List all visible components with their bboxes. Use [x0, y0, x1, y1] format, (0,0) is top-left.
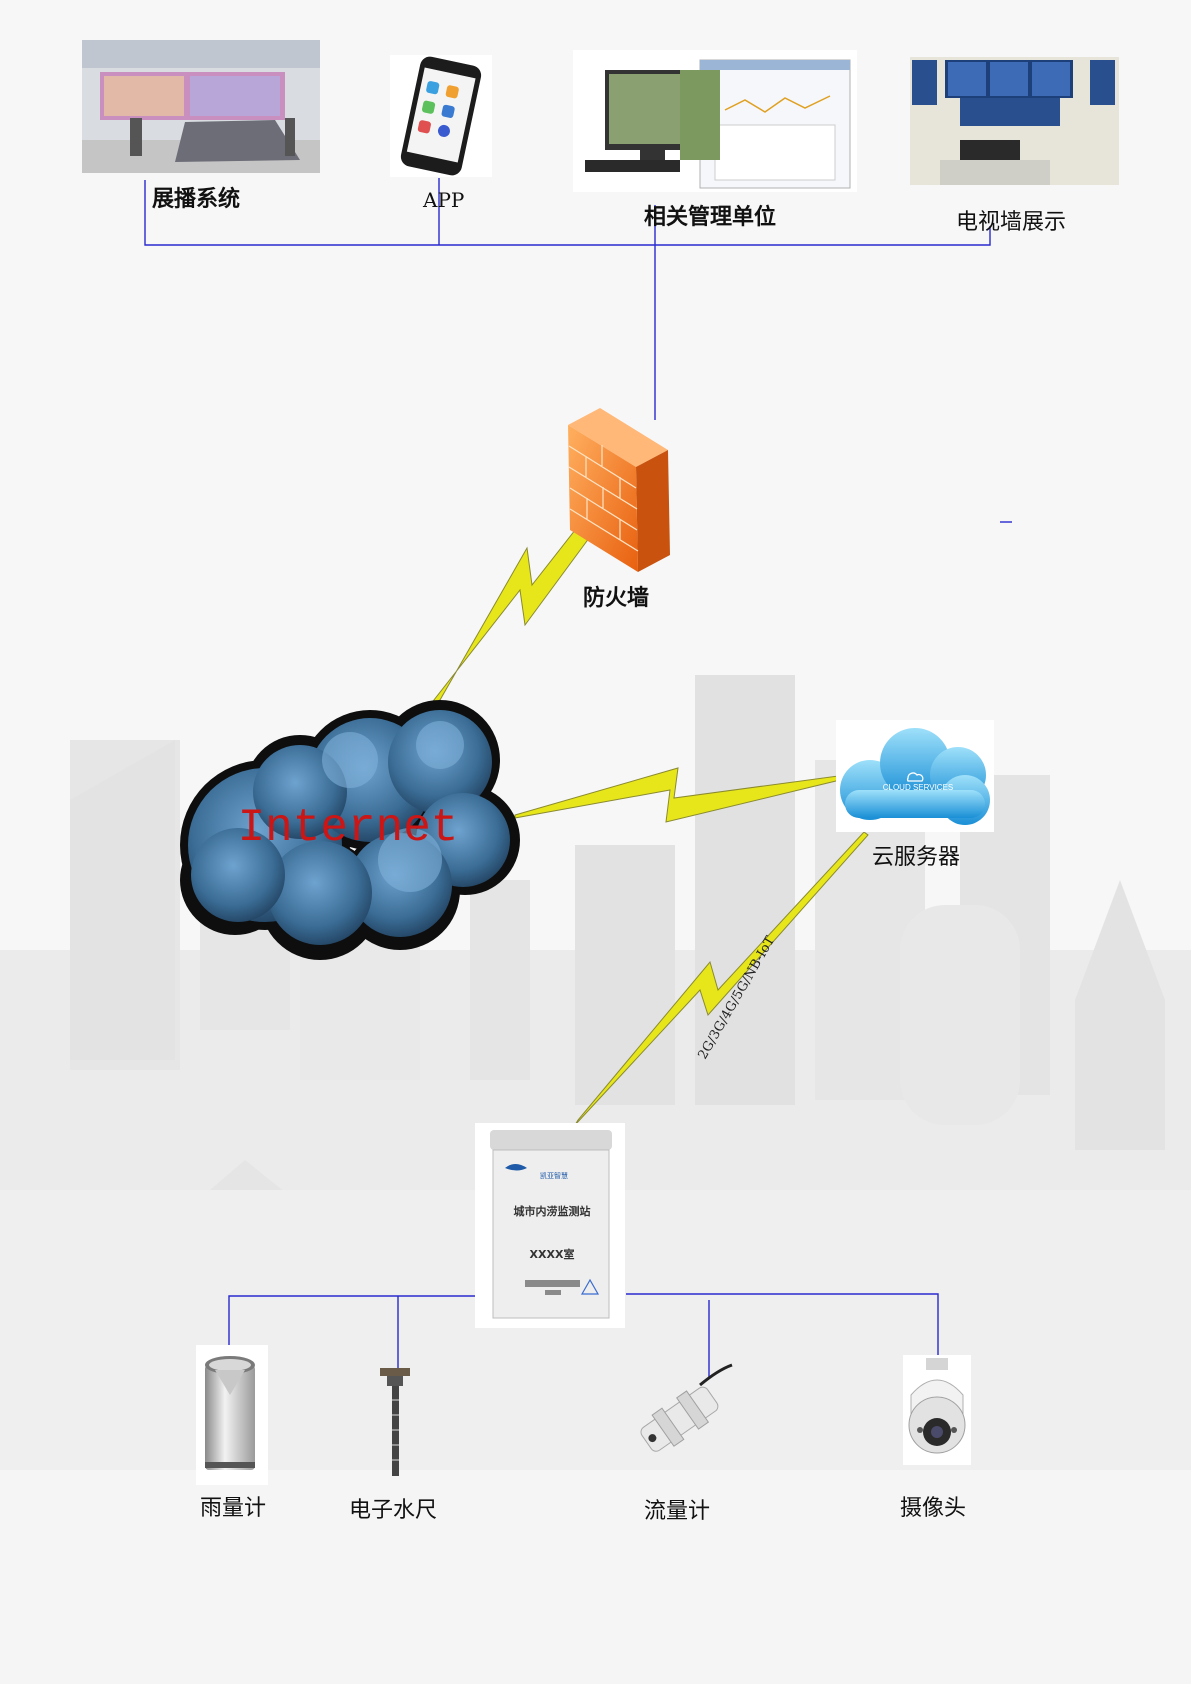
management-unit-label: 相关管理单位: [644, 205, 777, 230]
station-logo-text: 凯亚智慧: [540, 1171, 568, 1180]
water-ruler-icon: [380, 1368, 410, 1476]
rain-gauge-label: 雨量计: [200, 1496, 267, 1521]
cloud-glyph-icon: [906, 772, 924, 782]
cloud-server-icon: CLOUD SERVICES: [836, 720, 994, 832]
camera-bus-line: [626, 1293, 939, 1358]
firewall-icon: [568, 408, 670, 572]
sensor-bus-line: [228, 1295, 496, 1352]
cloud-server-label: 云服务器: [872, 845, 961, 870]
warning-icon: [580, 1278, 600, 1295]
management-computer-photo: [573, 50, 857, 192]
water-ruler-label: 电子水尺: [349, 1498, 438, 1523]
skyline-background: [0, 675, 1191, 1684]
monitoring-station-cabinet: 凯亚智慧 城市内涝监测站 XXXX室: [475, 1123, 625, 1328]
connector-lines: [144, 178, 1012, 1378]
camera-label: 摄像头: [900, 1496, 967, 1521]
cloud-services-badge: CLOUD SERVICES: [883, 783, 954, 792]
camera-icon: [903, 1355, 971, 1465]
tv-wall-photo: [910, 57, 1119, 185]
display-system-label: 展播系统: [152, 187, 241, 212]
tv-wall-label: 电视墙展示: [956, 210, 1067, 235]
lightning-firewall-internet: [429, 519, 596, 706]
app-label: APP: [423, 188, 465, 212]
internet-label: Internet: [238, 802, 459, 854]
top-bus-line: [144, 180, 991, 246]
display-system-photo: [82, 40, 320, 173]
firewall-label: 防火墙: [583, 586, 650, 611]
station-title: 城市内涝监测站: [514, 1204, 591, 1218]
internet-cloud-icon: [180, 700, 520, 960]
rain-gauge-icon: [196, 1345, 268, 1485]
app-phone-photo: [390, 55, 492, 177]
flow-meter-label: 流量计: [644, 1499, 711, 1524]
station-code: XXXX室: [530, 1247, 575, 1261]
flow-meter-icon: [640, 1363, 733, 1452]
